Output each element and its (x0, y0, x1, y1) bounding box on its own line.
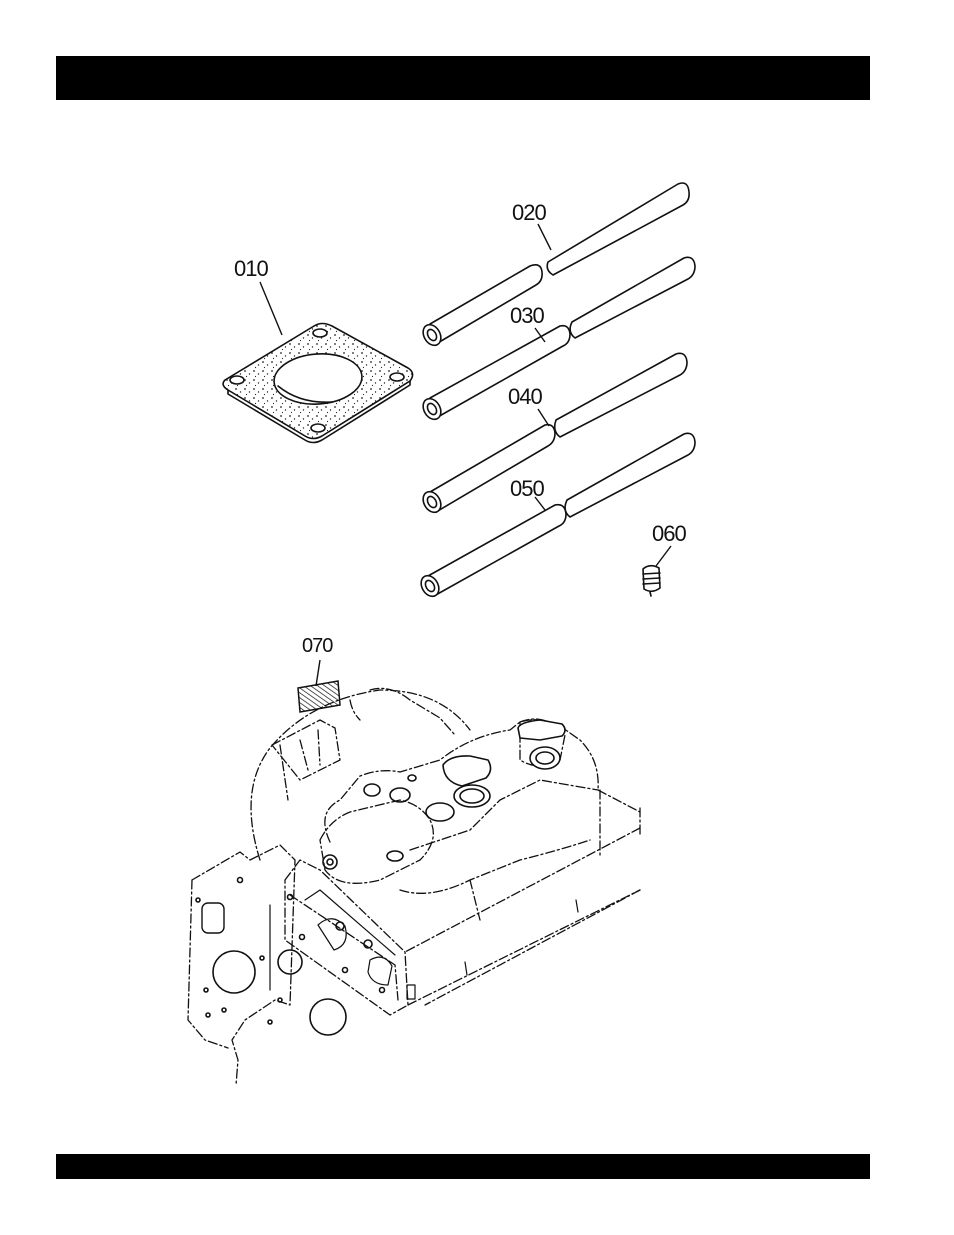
leader-060 (656, 546, 671, 566)
callout-070: 070 (302, 635, 333, 657)
callout-030: 030 (510, 303, 544, 328)
callout-020: 020 (512, 200, 546, 225)
callout-040: 040 (508, 384, 542, 409)
leader-040 (538, 409, 549, 426)
pad-070 (298, 681, 340, 712)
callout-060: 060 (652, 521, 686, 546)
plug-060 (643, 566, 660, 596)
callout-010: 010 (234, 256, 268, 281)
gasket-010 (223, 324, 412, 443)
leader-020 (538, 224, 551, 250)
leader-010 (260, 282, 282, 335)
leader-070 (316, 660, 320, 686)
hose-020 (420, 183, 690, 349)
engine-block (188, 688, 640, 1085)
footer-bar (56, 1154, 870, 1179)
hose-030 (420, 257, 695, 422)
callout-050: 050 (510, 476, 544, 501)
hose-040 (420, 353, 687, 515)
